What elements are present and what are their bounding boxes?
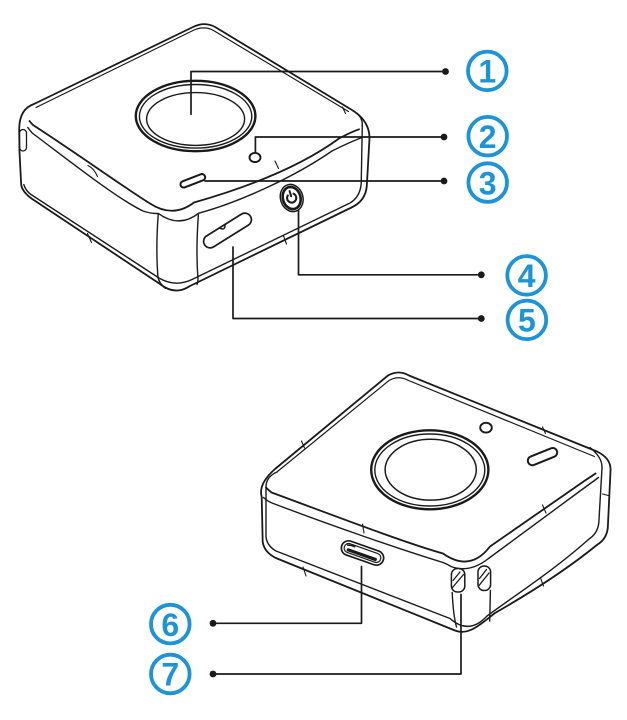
svg-text:2: 2 [479, 119, 497, 155]
svg-text:5: 5 [518, 303, 536, 339]
svg-text:6: 6 [161, 607, 179, 643]
svg-text:7: 7 [161, 657, 179, 693]
svg-text:1: 1 [478, 54, 496, 90]
svg-text:4: 4 [518, 258, 536, 294]
svg-text:3: 3 [479, 165, 497, 201]
